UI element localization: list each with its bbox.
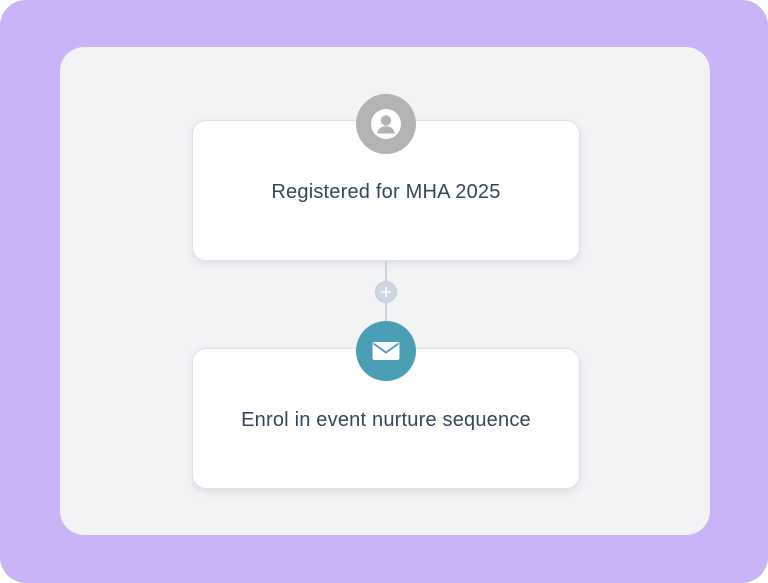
trigger-step-card[interactable]: Registered for MHA 2025 [192, 120, 580, 261]
action-step-label: Enrol in event nurture sequence [241, 409, 531, 431]
add-step-button[interactable] [375, 281, 397, 303]
email-icon [356, 321, 416, 381]
plus-icon [380, 286, 392, 298]
trigger-step-label: Registered for MHA 2025 [271, 181, 501, 203]
action-step-card[interactable]: Enrol in event nurture sequence [192, 348, 580, 489]
contact-icon [356, 94, 416, 154]
workflow-canvas: Registered for MHA 2025 Enrol in event n… [60, 47, 710, 535]
